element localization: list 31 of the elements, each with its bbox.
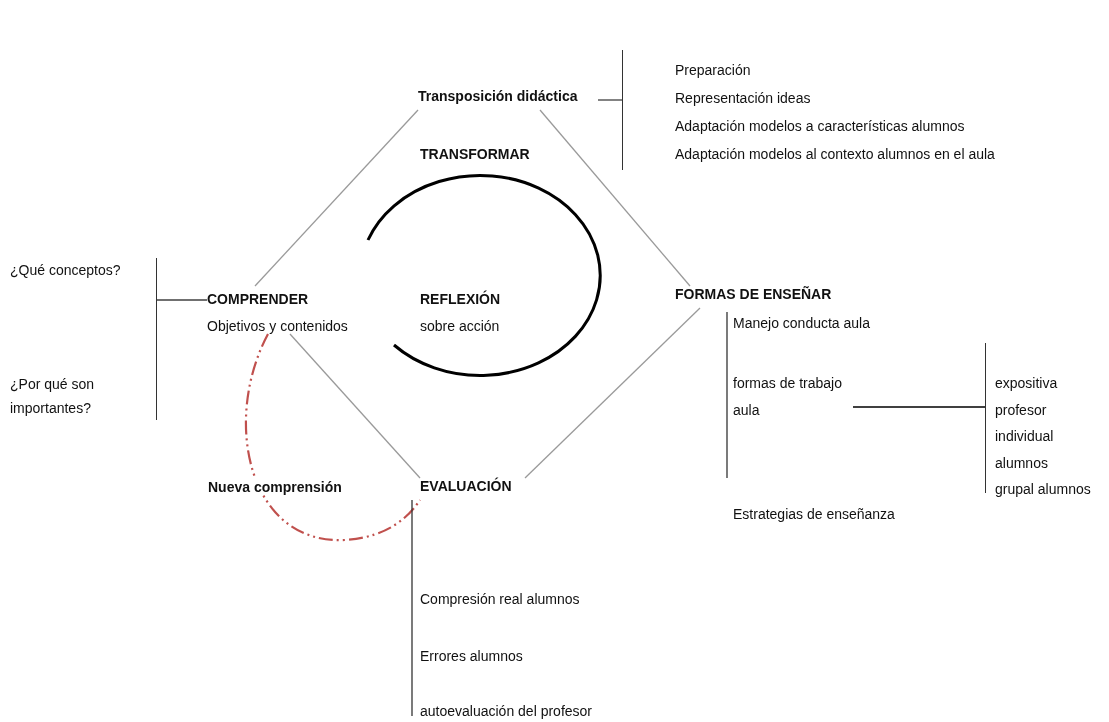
node-text: Objetivos y contenidos <box>207 317 349 336</box>
heading-text: COMPRENDER <box>207 290 310 309</box>
label: TRANSFORMAR <box>420 146 530 162</box>
node-text: Adaptación modelos a características alumnos <box>675 117 966 136</box>
node-text: ¿Por qué son importantes? <box>10 375 96 418</box>
node-text: ¿Qué conceptos? <box>10 261 122 280</box>
connector-line <box>597 99 623 101</box>
node-text: grupal alumnos <box>995 480 1092 500</box>
node-text: Errores alumnos <box>420 648 524 664</box>
node-text: formas de trabajo aula <box>733 374 843 420</box>
node-text: Adaptación modelos al contexto alumnos en el aula <box>675 145 996 164</box>
heading-text: Transposición didáctica <box>418 88 579 104</box>
connector-line <box>289 333 421 479</box>
connector-line <box>852 406 986 408</box>
connector-line <box>254 109 419 287</box>
heading-text: REFLEXIÓN <box>420 289 502 309</box>
edge-label: Nueva comprensión <box>208 479 342 495</box>
node-text: Manejo conducta aula <box>733 315 871 331</box>
connector-line <box>539 109 691 287</box>
bracket <box>10 258 157 420</box>
node-text: Estrategias de enseñanza <box>733 506 896 522</box>
node-text: Representación ideas <box>675 89 812 108</box>
heading-text: EVALUACIÓN <box>420 478 513 494</box>
node-text: Compresión real alumnos <box>420 591 581 607</box>
node-text: sobre acción <box>420 317 501 336</box>
dashed-curve <box>244 333 421 542</box>
connector-line <box>156 299 208 301</box>
node-text: autoevaluación del profesor <box>420 703 593 719</box>
heading-text: FORMAS DE ENSEÑAR <box>675 286 833 302</box>
connector-line <box>524 307 701 479</box>
node-text: Preparación <box>675 61 752 80</box>
